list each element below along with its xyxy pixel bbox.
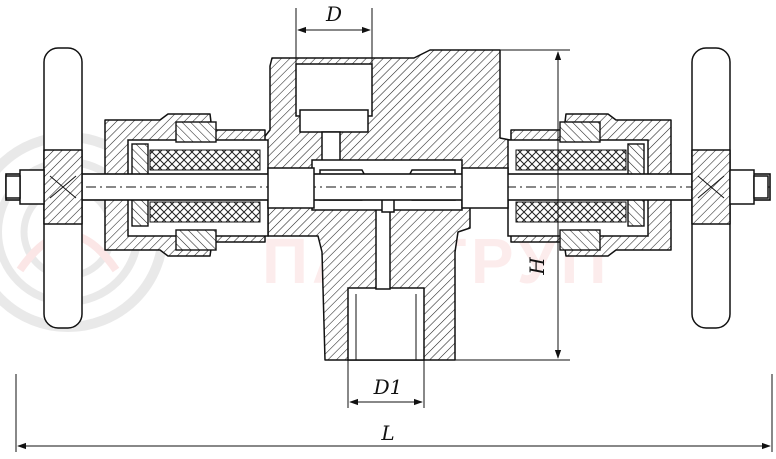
dimension-l-label: L: [380, 421, 394, 445]
dimension-d: [295, 8, 373, 64]
dimension-d1-label: D1: [373, 375, 403, 399]
left-handwheel: [5, 47, 83, 329]
dimension-h-label: H: [525, 257, 549, 276]
right-handwheel: [691, 47, 769, 329]
dimension-l: [15, 374, 773, 452]
inlet-port: [295, 63, 373, 165]
dimension-h: [455, 49, 570, 361]
dimension-d1: [347, 360, 425, 408]
dimension-d-label: D: [325, 2, 342, 26]
outlet-port: [347, 204, 425, 361]
